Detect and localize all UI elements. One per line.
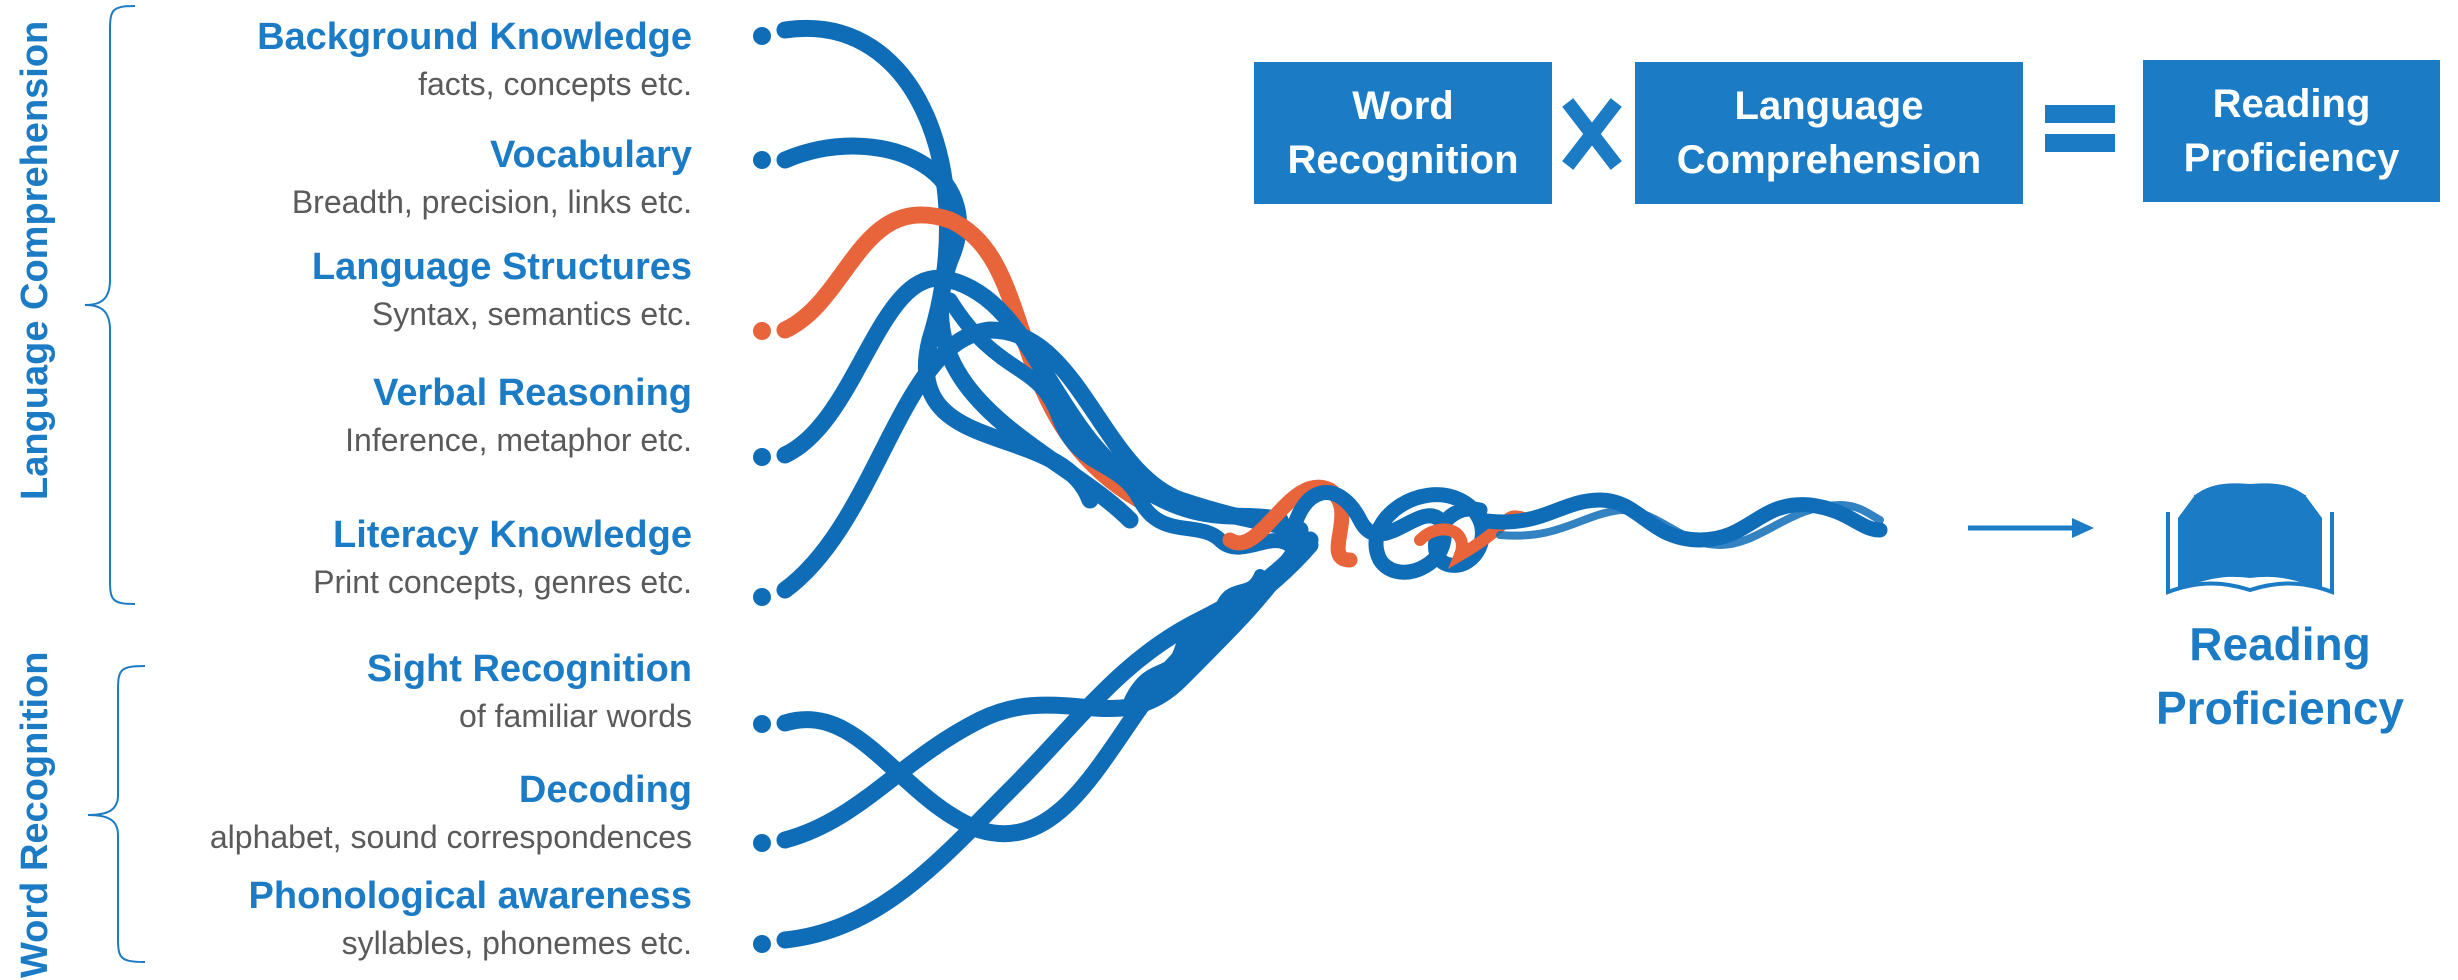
strand-title: Verbal Reasoning [373, 372, 692, 414]
multiply-icon [1562, 98, 1622, 170]
result-line: Proficiency [2156, 682, 2404, 734]
rope-twist-lower [1124, 569, 1266, 706]
equation-term-line: Reading [2212, 82, 2371, 126]
strand-label-decoding: Decoding alphabet, sound correspondences [0, 767, 692, 867]
strand-literacy-knowledge [776, 321, 1309, 599]
strand-dot [753, 935, 771, 953]
brace-language-comprehension [84, 5, 136, 605]
strand-dot [753, 27, 771, 45]
equals-icon [2045, 105, 2115, 152]
strand-label-verbal-reasoning: Verbal Reasoning Inference, metaphor etc… [0, 370, 692, 470]
arrow-icon [1968, 518, 2094, 538]
strand-title: Vocabulary [489, 134, 692, 176]
strand-vocabulary [776, 137, 1139, 529]
equation-term-line: Proficiency [2183, 136, 2400, 180]
strand-title: Phonological awareness [248, 875, 692, 917]
group-label-language-comprehension: Language Comprehension [14, 20, 56, 500]
strand-dot [753, 834, 771, 852]
strand-dot [753, 151, 771, 169]
strand-subtitle: syllables, phonemes etc. [341, 925, 692, 961]
strand-label-sight-recognition: Sight Recognition of familiar words [0, 646, 692, 746]
strand-subtitle: Print concepts, genres etc. [313, 564, 692, 600]
strand-dot [753, 715, 771, 733]
strand-label-phonological-awareness: Phonological awareness syllables, phonem… [0, 873, 692, 973]
strand-title: Background Knowledge [257, 16, 692, 58]
strand-subtitle: Breadth, precision, links etc. [291, 184, 692, 220]
strand-label-vocabulary: Vocabulary Breadth, precision, links etc… [0, 132, 692, 232]
equation-term-language-comprehension: Language Comprehension [1635, 62, 2023, 204]
strand-subtitle: of familiar words [459, 698, 692, 734]
equation-term-line: Comprehension [1676, 138, 1982, 182]
strand-title: Language Structures [311, 246, 692, 288]
brace-word-recognition [87, 665, 146, 963]
equation-result-reading-proficiency: Reading Proficiency [2143, 60, 2440, 202]
strand-subtitle: facts, concepts etc. [418, 66, 692, 102]
strand-background-knowledge [776, 19, 1099, 509]
strand-title: Decoding [518, 769, 692, 811]
strand-decoding [776, 536, 1309, 849]
equation-term-word-recognition: Word Recognition [1254, 62, 1552, 204]
group-label-word-recognition: Word Recognition [14, 651, 56, 979]
strand-label-language-structures: Language Structures Syntax, semantics et… [0, 244, 692, 344]
strand-label-literacy-knowledge: Literacy Knowledge Print concepts, genre… [0, 512, 692, 612]
rope-tail-twist [1496, 500, 1884, 550]
strand-dot [753, 322, 771, 340]
result-label: Reading Proficiency [2080, 612, 2458, 740]
strand-subtitle: alphabet, sound correspondences [209, 819, 692, 855]
result-line: Reading [2189, 618, 2371, 670]
equation-term-line: Recognition [1287, 138, 1519, 182]
strand-title: Sight Recognition [366, 648, 692, 690]
open-book-icon [2166, 483, 2334, 595]
equation-term-line: Language [1734, 84, 1924, 128]
strand-title: Literacy Knowledge [333, 514, 692, 556]
equation-term-line: Word [1352, 84, 1454, 128]
strand-label-background-knowledge: Background Knowledge facts, concepts etc… [0, 14, 692, 114]
strand-dot [753, 588, 771, 606]
strand-subtitle: Inference, metaphor etc. [345, 422, 692, 458]
strand-dot [753, 448, 771, 466]
strand-subtitle: Syntax, semantics etc. [371, 296, 692, 332]
